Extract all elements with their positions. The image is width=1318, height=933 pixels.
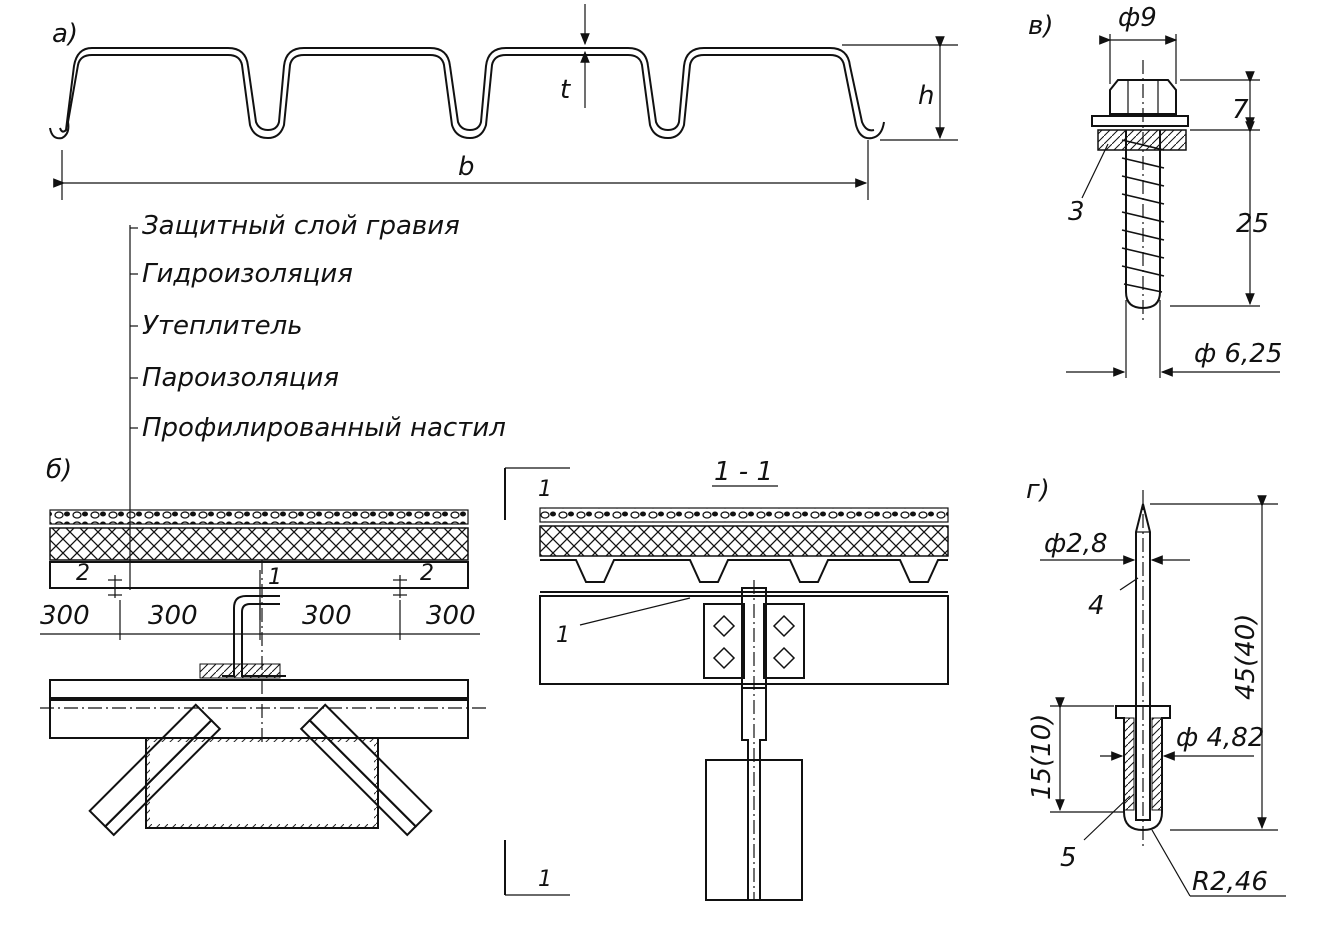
panel-a-profile: a) b h t <box>49 4 958 200</box>
screw-callout: 3 <box>1068 197 1085 227</box>
dim-t-label: t <box>560 75 571 105</box>
deck-profile-inner <box>59 47 875 133</box>
spacing-4: 300 <box>426 601 476 631</box>
section-callout: 1 <box>556 623 570 648</box>
spacing-1: 300 <box>40 601 90 631</box>
dim-h-label: h <box>918 81 934 111</box>
radius-label: R2,46 <box>1192 867 1268 897</box>
dim-total: 45(40) <box>1231 614 1261 700</box>
layer-profiled-deck: Профилированный настил <box>142 413 506 443</box>
panel-v-screw: в) ф9 7 25 ф 6,25 3 <box>1028 3 1282 378</box>
panel-b-roof-node: б) Защитный слой гравия Гидроизоляция Ут… <box>40 211 506 837</box>
layer-insulation: Утеплитель <box>142 311 303 341</box>
dim-sleeve: 15(10) <box>1027 714 1057 800</box>
panel-b-label: б) <box>46 455 72 485</box>
pin-callout: 4 <box>1088 591 1105 621</box>
layer-gravel: Защитный слой гравия <box>142 211 460 241</box>
cut-mark-top: 1 <box>538 477 552 502</box>
panel-v-label: в) <box>1028 11 1053 41</box>
panel-a-label: a) <box>52 19 78 49</box>
dia-sleeve: ф 4,82 <box>1176 723 1264 753</box>
dia-pin: ф2,8 <box>1044 529 1108 559</box>
dim-head-height: 7 <box>1232 95 1249 125</box>
deck-profile <box>49 54 885 140</box>
marker-1: 1 <box>268 565 282 590</box>
section-1-1: 1 - 1 1 1 1 <box>504 457 949 901</box>
marker-2-left: 2 <box>76 561 90 586</box>
panel-g-rivet: г) ф2,8 4 45(40) 15(10) ф 4,82 5 <box>1026 475 1286 897</box>
sleeve-callout: 5 <box>1060 843 1077 873</box>
layer-vapor-barrier: Пароизоляция <box>142 363 339 393</box>
dim-b-label: b <box>458 152 475 182</box>
layer-waterproofing: Гидроизоляция <box>142 259 353 289</box>
marker-2-right: 2 <box>420 561 434 586</box>
section-title: 1 - 1 <box>714 457 773 487</box>
panel-g-label: г) <box>1026 475 1050 505</box>
cut-mark-bottom: 1 <box>538 867 552 892</box>
dia-thread: ф 6,25 <box>1194 339 1282 369</box>
spacing-2: 300 <box>148 601 198 631</box>
dim-thread-length: 25 <box>1236 209 1269 239</box>
dia-head: ф9 <box>1118 3 1157 33</box>
spacing-3: 300 <box>302 601 352 631</box>
